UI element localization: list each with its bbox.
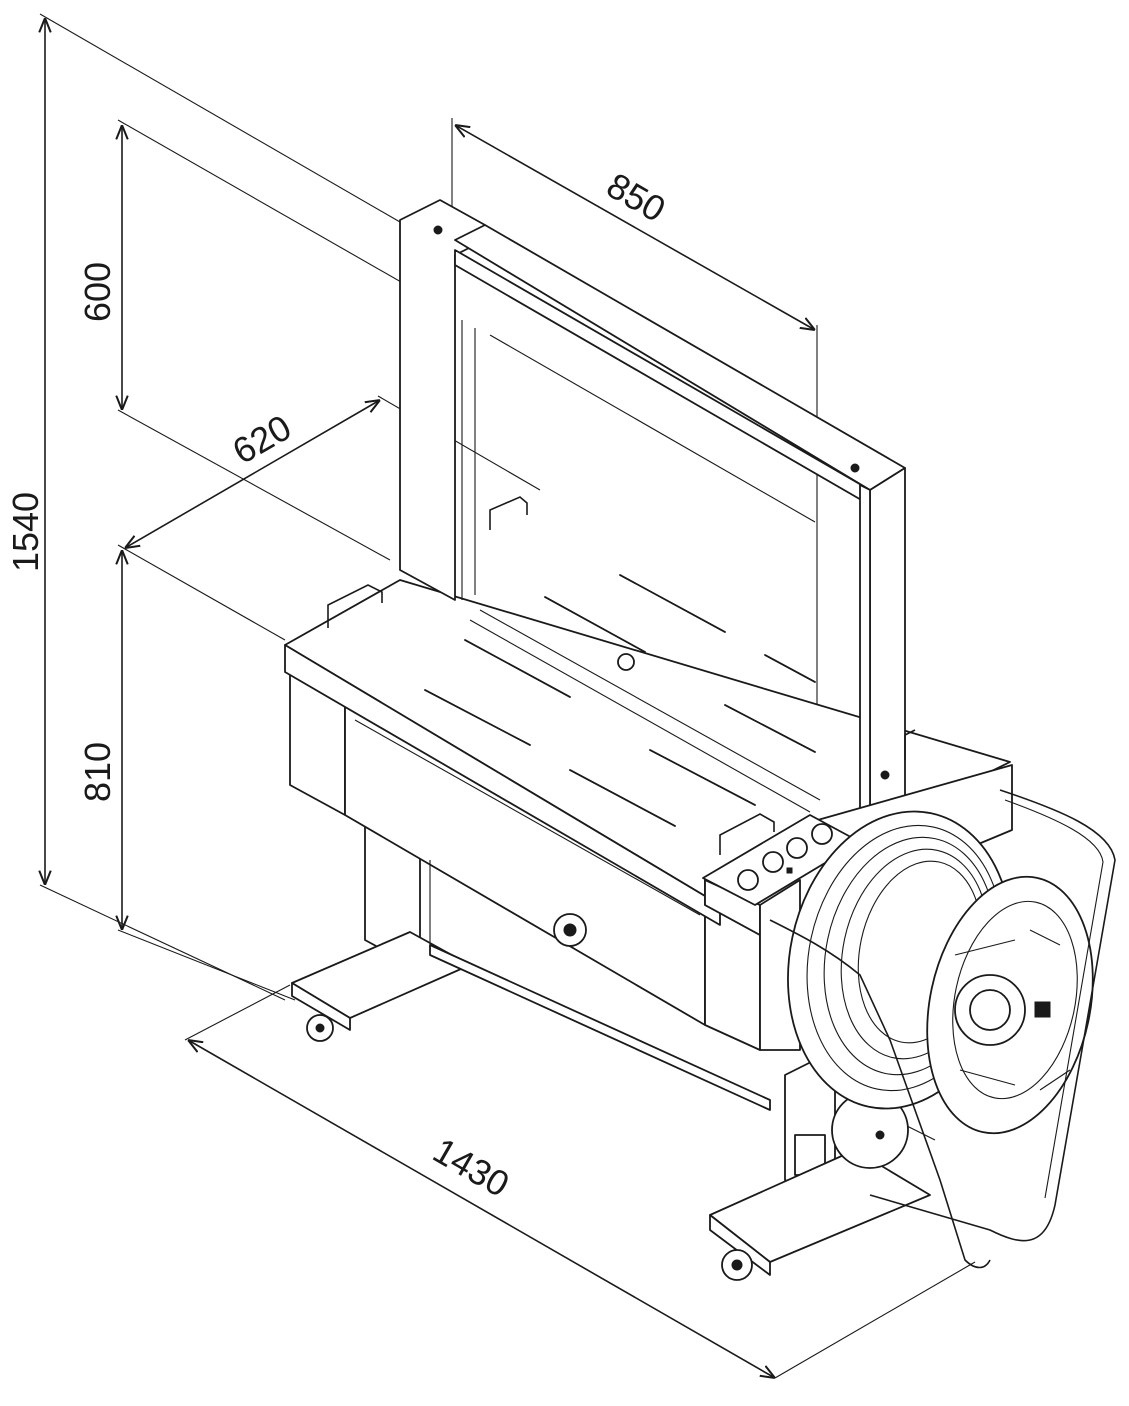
control-knob-icon (762, 851, 784, 873)
base-crossbar (429, 944, 771, 1111)
dim-table-height-label: 810 (77, 742, 118, 802)
strapping-machine (284, 199, 1116, 1281)
guard-rail-inner (1004, 799, 1104, 1199)
dim-table-depth-label: 620 (225, 406, 298, 472)
dispenser-stand (709, 1049, 936, 1281)
rear-leg (291, 814, 471, 1042)
dim-arch-height-label: 600 (77, 262, 118, 322)
dim-total-length-label: 1430 (426, 1129, 516, 1205)
strapping-arch (399, 199, 906, 851)
guard-rail (769, 789, 1116, 1269)
control-knob-icon (811, 823, 833, 845)
control-knob-icon (737, 869, 759, 891)
dim-total-height-label: 1540 (5, 492, 46, 572)
strap-coil (787, 810, 1094, 1135)
dim-arch-width-label: 850 (600, 164, 673, 230)
control-knob-icon (786, 837, 808, 859)
